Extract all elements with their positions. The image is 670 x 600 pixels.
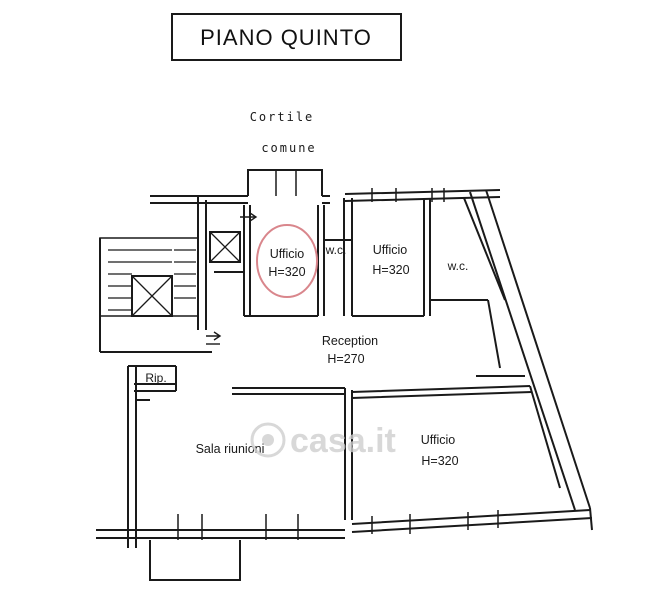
office-mid-name: Ufficio [373,243,408,257]
wc-right-label: w.c. [447,259,469,273]
office-left-name: Ufficio [270,247,305,261]
courtyard-label-2: comune [261,141,316,155]
office-mid-height: H=320 [372,263,409,277]
meeting-room-label: Sala riunioni [196,442,265,456]
watermark-text: casa.it [290,422,396,460]
reception-name: Reception [322,334,378,348]
courtyard-label-1: Cortile [250,110,315,124]
title-box: PIANO QUINTO [171,13,402,61]
office-big-height: H=320 [421,454,458,468]
office-big-name: Ufficio [421,433,456,447]
storage-label: Rip. [145,371,166,385]
office-left-height: H=320 [268,265,305,279]
walls [96,169,593,581]
reception-height: H=270 [327,352,364,366]
door-arrows [206,212,258,345]
windows [177,170,499,540]
watermark: casa.it [250,422,396,460]
watermark-logo-icon [250,422,286,458]
wc-left-label: w.c. [325,243,347,257]
plan-title: PIANO QUINTO [200,25,372,50]
highlight-circle [256,224,318,298]
